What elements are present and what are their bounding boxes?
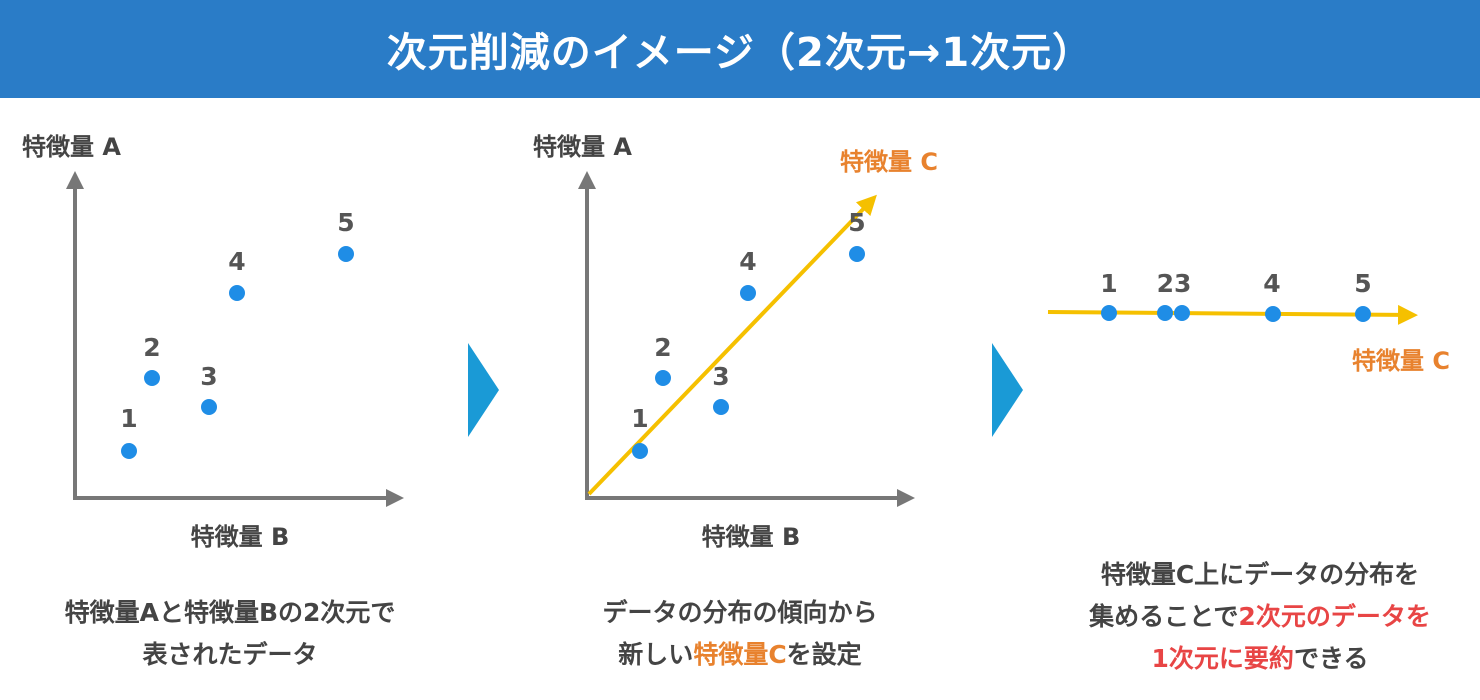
data-point — [740, 285, 756, 301]
panel-3-caption: 特徴量C上にデータの分布を 集めることで2次元のデータを 1次元に要約できる — [1050, 554, 1470, 680]
point-label: 23 — [1157, 269, 1192, 298]
x-axis-label: 特徴量 B — [702, 523, 801, 551]
point-label: 5 — [848, 208, 865, 237]
data-point — [1101, 305, 1117, 321]
caption-text: を設定 — [786, 640, 862, 669]
caption-line: 集めることで2次元のデータを — [1050, 596, 1470, 638]
x-axis-label: 特徴量 B — [191, 523, 290, 551]
point-label: 2 — [143, 333, 160, 362]
panel-1-caption: 特徴量Aと特徴量Bの2次元で 表されたデータ — [20, 592, 440, 676]
panel-2-scatter-with-axis: 特徴量 A 特徴量 B 特徴量 C 1 2 3 4 5 — [533, 133, 938, 551]
caption-line: 表されたデータ — [142, 640, 318, 669]
panel-1-scatter: 特徴量 A 特徴量 B 1 2 3 4 5 — [22, 133, 404, 551]
caption-line: 特徴量C上にデータの分布を — [1100, 560, 1420, 589]
data-point — [1265, 306, 1281, 322]
data-point — [1157, 305, 1173, 321]
panel-2-caption: データの分布の傾向から 新しい特徴量Cを設定 — [530, 592, 950, 676]
data-point — [1174, 305, 1190, 321]
data-point — [144, 370, 160, 386]
point-label: 1 — [1100, 269, 1117, 298]
point-label: 3 — [712, 362, 729, 391]
y-axis-label: 特徴量 A — [533, 133, 632, 161]
point-label: 4 — [228, 247, 245, 276]
feature-c-label: 特徴量 C — [1352, 347, 1450, 375]
feature-c-line — [587, 194, 877, 496]
point-label: 1 — [631, 404, 648, 433]
page-title: 次元削減のイメージ（2次元→1次元） — [0, 0, 1480, 98]
data-point — [632, 443, 648, 459]
caption-text: できる — [1293, 644, 1369, 673]
data-point — [655, 370, 671, 386]
next-chevron-icon — [992, 343, 1023, 437]
point-label: 5 — [1354, 269, 1371, 298]
data-point — [121, 443, 137, 459]
point-label: 5 — [337, 208, 354, 237]
point-label: 4 — [739, 247, 756, 276]
data-point — [713, 399, 729, 415]
data-point — [849, 246, 865, 262]
caption-text: 新しい — [618, 640, 694, 669]
next-chevron-icon — [468, 343, 499, 437]
data-point — [201, 399, 217, 415]
caption-highlight: 特徴量C — [693, 640, 787, 669]
data-point — [338, 246, 354, 262]
caption-highlight: 1次元に要約 — [1151, 644, 1294, 673]
feature-c-label: 特徴量 C — [840, 148, 938, 176]
point-label: 1 — [120, 404, 137, 433]
panel-3-one-dimension: 特徴量 C 1 23 4 5 — [1047, 269, 1450, 375]
caption-text: 集めることで — [1089, 602, 1239, 631]
point-label: 2 — [654, 333, 671, 362]
caption-highlight: 2次元のデータを — [1238, 602, 1431, 631]
caption-line: 新しい特徴量Cを設定 — [530, 634, 950, 676]
caption-line: データの分布の傾向から — [602, 598, 878, 627]
caption-line: 1次元に要約できる — [1050, 638, 1470, 680]
point-label: 4 — [1263, 269, 1280, 298]
caption-line: 特徴量Aと特徴量Bの2次元で — [64, 598, 396, 627]
y-axis-label: 特徴量 A — [22, 133, 121, 161]
data-point — [1355, 306, 1371, 322]
data-point — [229, 285, 245, 301]
point-label: 3 — [200, 362, 217, 391]
